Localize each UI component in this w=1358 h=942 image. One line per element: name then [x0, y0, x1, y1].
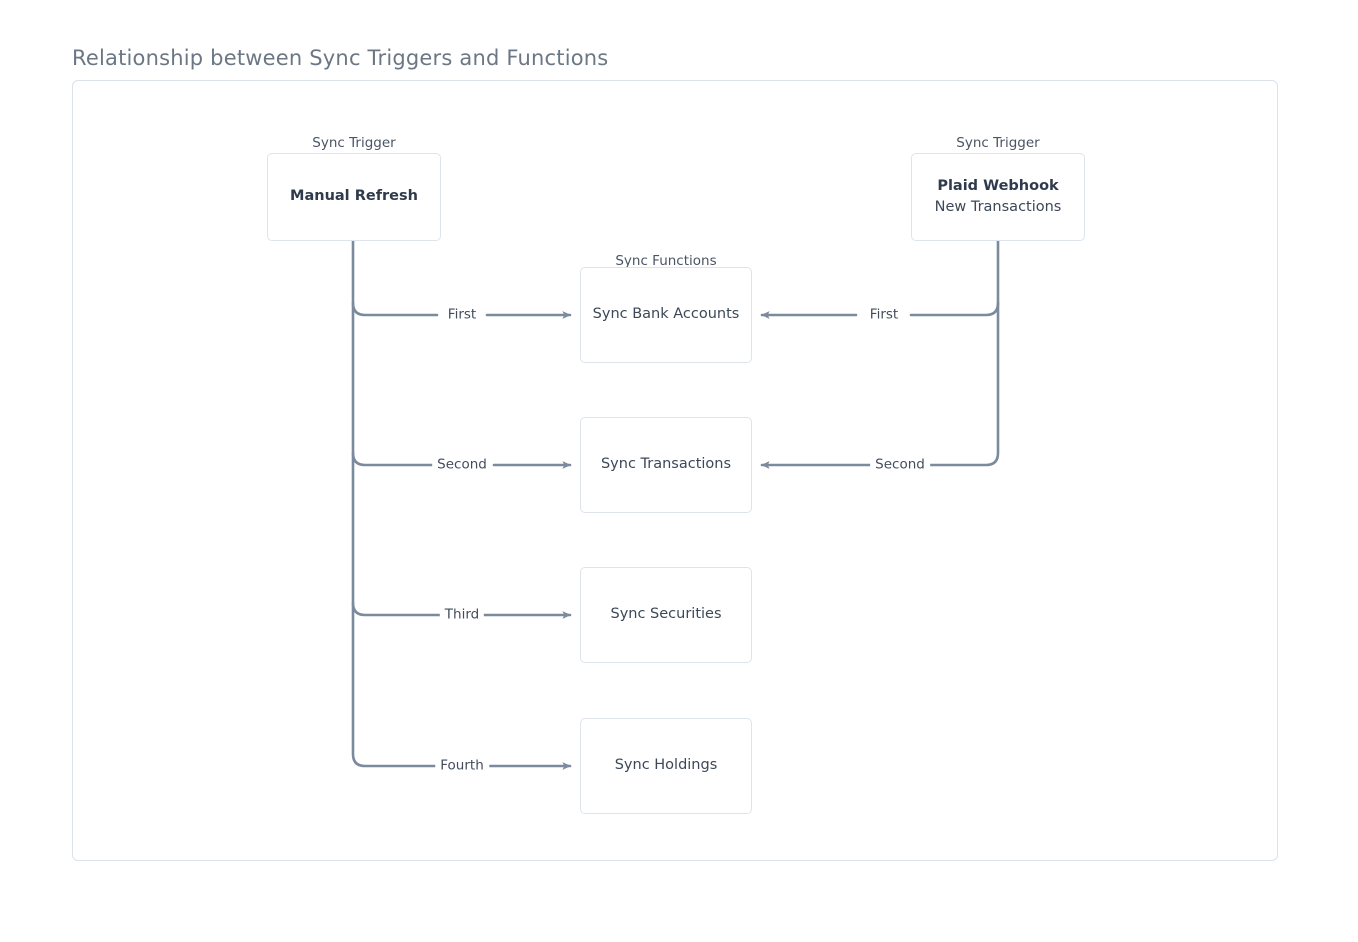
group-label-trigger-right: Sync Trigger [956, 135, 1040, 151]
node-manual-refresh[interactable]: Manual Refresh [267, 153, 441, 241]
node-plaid-webhook-title: Plaid Webhook [937, 177, 1059, 194]
node-plaid-webhook[interactable]: Plaid Webhook New Transactions [911, 153, 1085, 241]
node-sync-bank-accounts-label: Sync Bank Accounts [592, 306, 740, 323]
node-manual-refresh-title: Manual Refresh [290, 188, 418, 205]
node-sync-transactions-label: Sync Transactions [600, 456, 732, 473]
edge-label-plaid-second: Second [870, 458, 930, 472]
page-title: Relationship between Sync Triggers and F… [72, 46, 609, 70]
node-sync-securities[interactable]: Sync Securities [580, 567, 752, 663]
edge-label-manual-first: First [442, 308, 482, 322]
node-sync-bank-accounts[interactable]: Sync Bank Accounts [580, 267, 752, 363]
node-sync-holdings-label: Sync Holdings [614, 757, 718, 774]
edge-label-manual-third: Third [439, 608, 485, 622]
node-sync-holdings[interactable]: Sync Holdings [580, 718, 752, 814]
node-sync-transactions[interactable]: Sync Transactions [580, 417, 752, 513]
group-label-trigger-left: Sync Trigger [312, 135, 396, 151]
edge-label-manual-second: Second [432, 458, 492, 472]
node-sync-securities-label: Sync Securities [610, 606, 722, 623]
edge-label-plaid-first: First [864, 308, 904, 322]
node-plaid-webhook-subtitle: New Transactions [934, 199, 1062, 215]
group-label-sync-functions: Sync Functions [615, 253, 717, 269]
edge-label-manual-fourth: Fourth [435, 759, 489, 773]
